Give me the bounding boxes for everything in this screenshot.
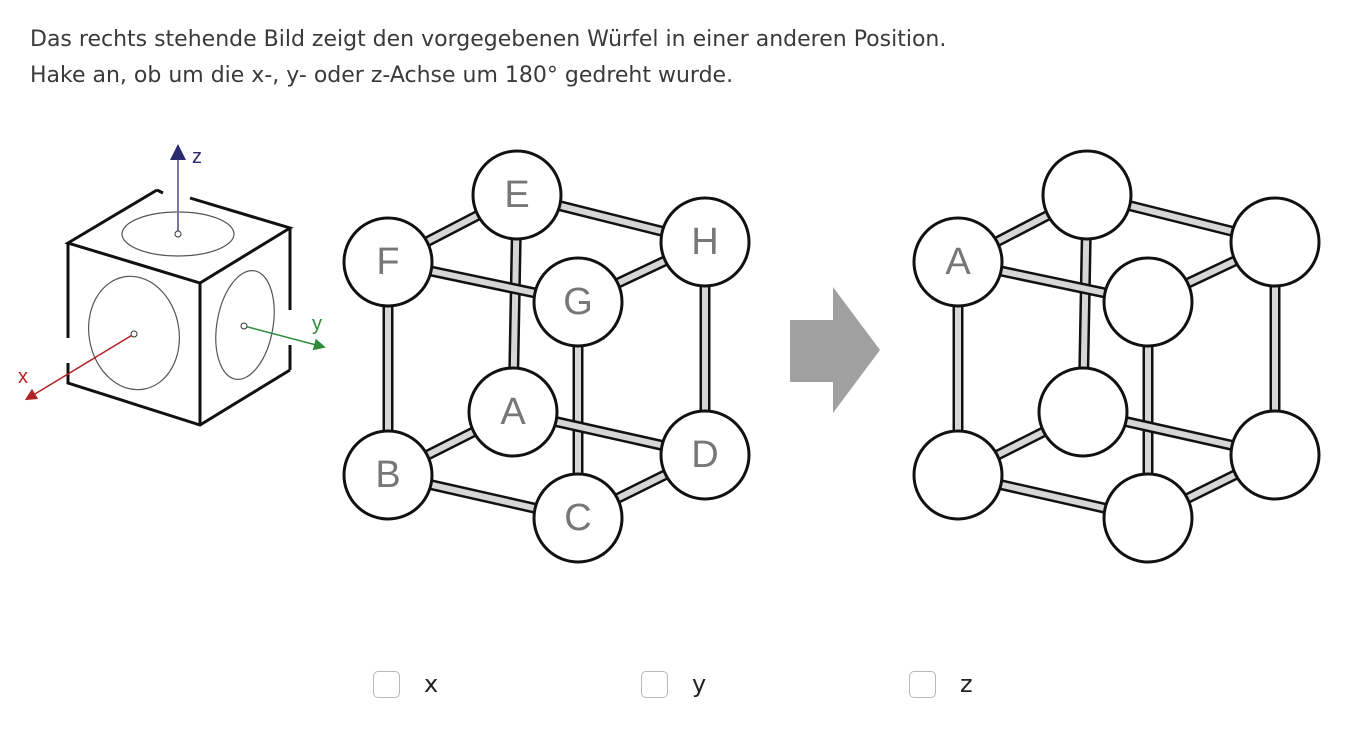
cube-node <box>1041 149 1133 241</box>
cube-node <box>342 216 434 308</box>
cube-node <box>659 409 751 501</box>
cube-node <box>1037 366 1129 458</box>
axes-cube-diagram: z x y <box>18 144 326 427</box>
cube-node <box>532 256 624 348</box>
node-label: E <box>504 174 529 216</box>
checkbox-y[interactable] <box>641 670 668 698</box>
x-axis-arrow <box>24 333 135 401</box>
node-label: F <box>376 241 399 283</box>
node-label: B <box>375 454 400 496</box>
option-z[interactable]: z <box>909 670 973 698</box>
node-label: H <box>691 221 718 263</box>
cube-node <box>342 429 434 521</box>
cube-node <box>1102 256 1194 348</box>
question-text: Das rechts stehende Bild zeigt den vorge… <box>30 22 946 94</box>
y-axis-arrow <box>243 325 326 351</box>
cube-node <box>532 472 624 564</box>
question-line-2: Hake an, ob um die x-, y- oder z-Achse u… <box>30 63 734 88</box>
y-axis-label: y <box>312 313 322 335</box>
node-label: A <box>945 241 971 283</box>
z-axis-label: z <box>192 146 202 168</box>
option-y-label: y <box>692 670 707 698</box>
x-axis-label: x <box>18 366 28 388</box>
option-z-label: z <box>960 670 973 698</box>
cube-node <box>912 429 1004 521</box>
cube-node <box>467 366 559 458</box>
node-label: D <box>691 434 718 476</box>
right-arrow-icon <box>790 287 880 413</box>
rotated-cube: A <box>912 149 1321 564</box>
node-label: C <box>564 497 591 539</box>
checkbox-x[interactable] <box>373 670 400 698</box>
cube-node <box>912 216 1004 308</box>
cube-node <box>1229 409 1321 501</box>
original-cube: E H F G A D B C <box>342 149 751 564</box>
option-x-label: x <box>424 670 439 698</box>
cube-node <box>1229 196 1321 288</box>
checkbox-z[interactable] <box>909 670 936 698</box>
cube-node <box>471 149 563 241</box>
node-label: G <box>563 281 593 323</box>
option-y[interactable]: y <box>641 670 706 698</box>
cube-node <box>1102 472 1194 564</box>
node-label: A <box>500 391 526 433</box>
option-x[interactable]: x <box>373 670 438 698</box>
cube-node <box>659 196 751 288</box>
question-line-1: Das rechts stehende Bild zeigt den vorge… <box>30 27 947 52</box>
